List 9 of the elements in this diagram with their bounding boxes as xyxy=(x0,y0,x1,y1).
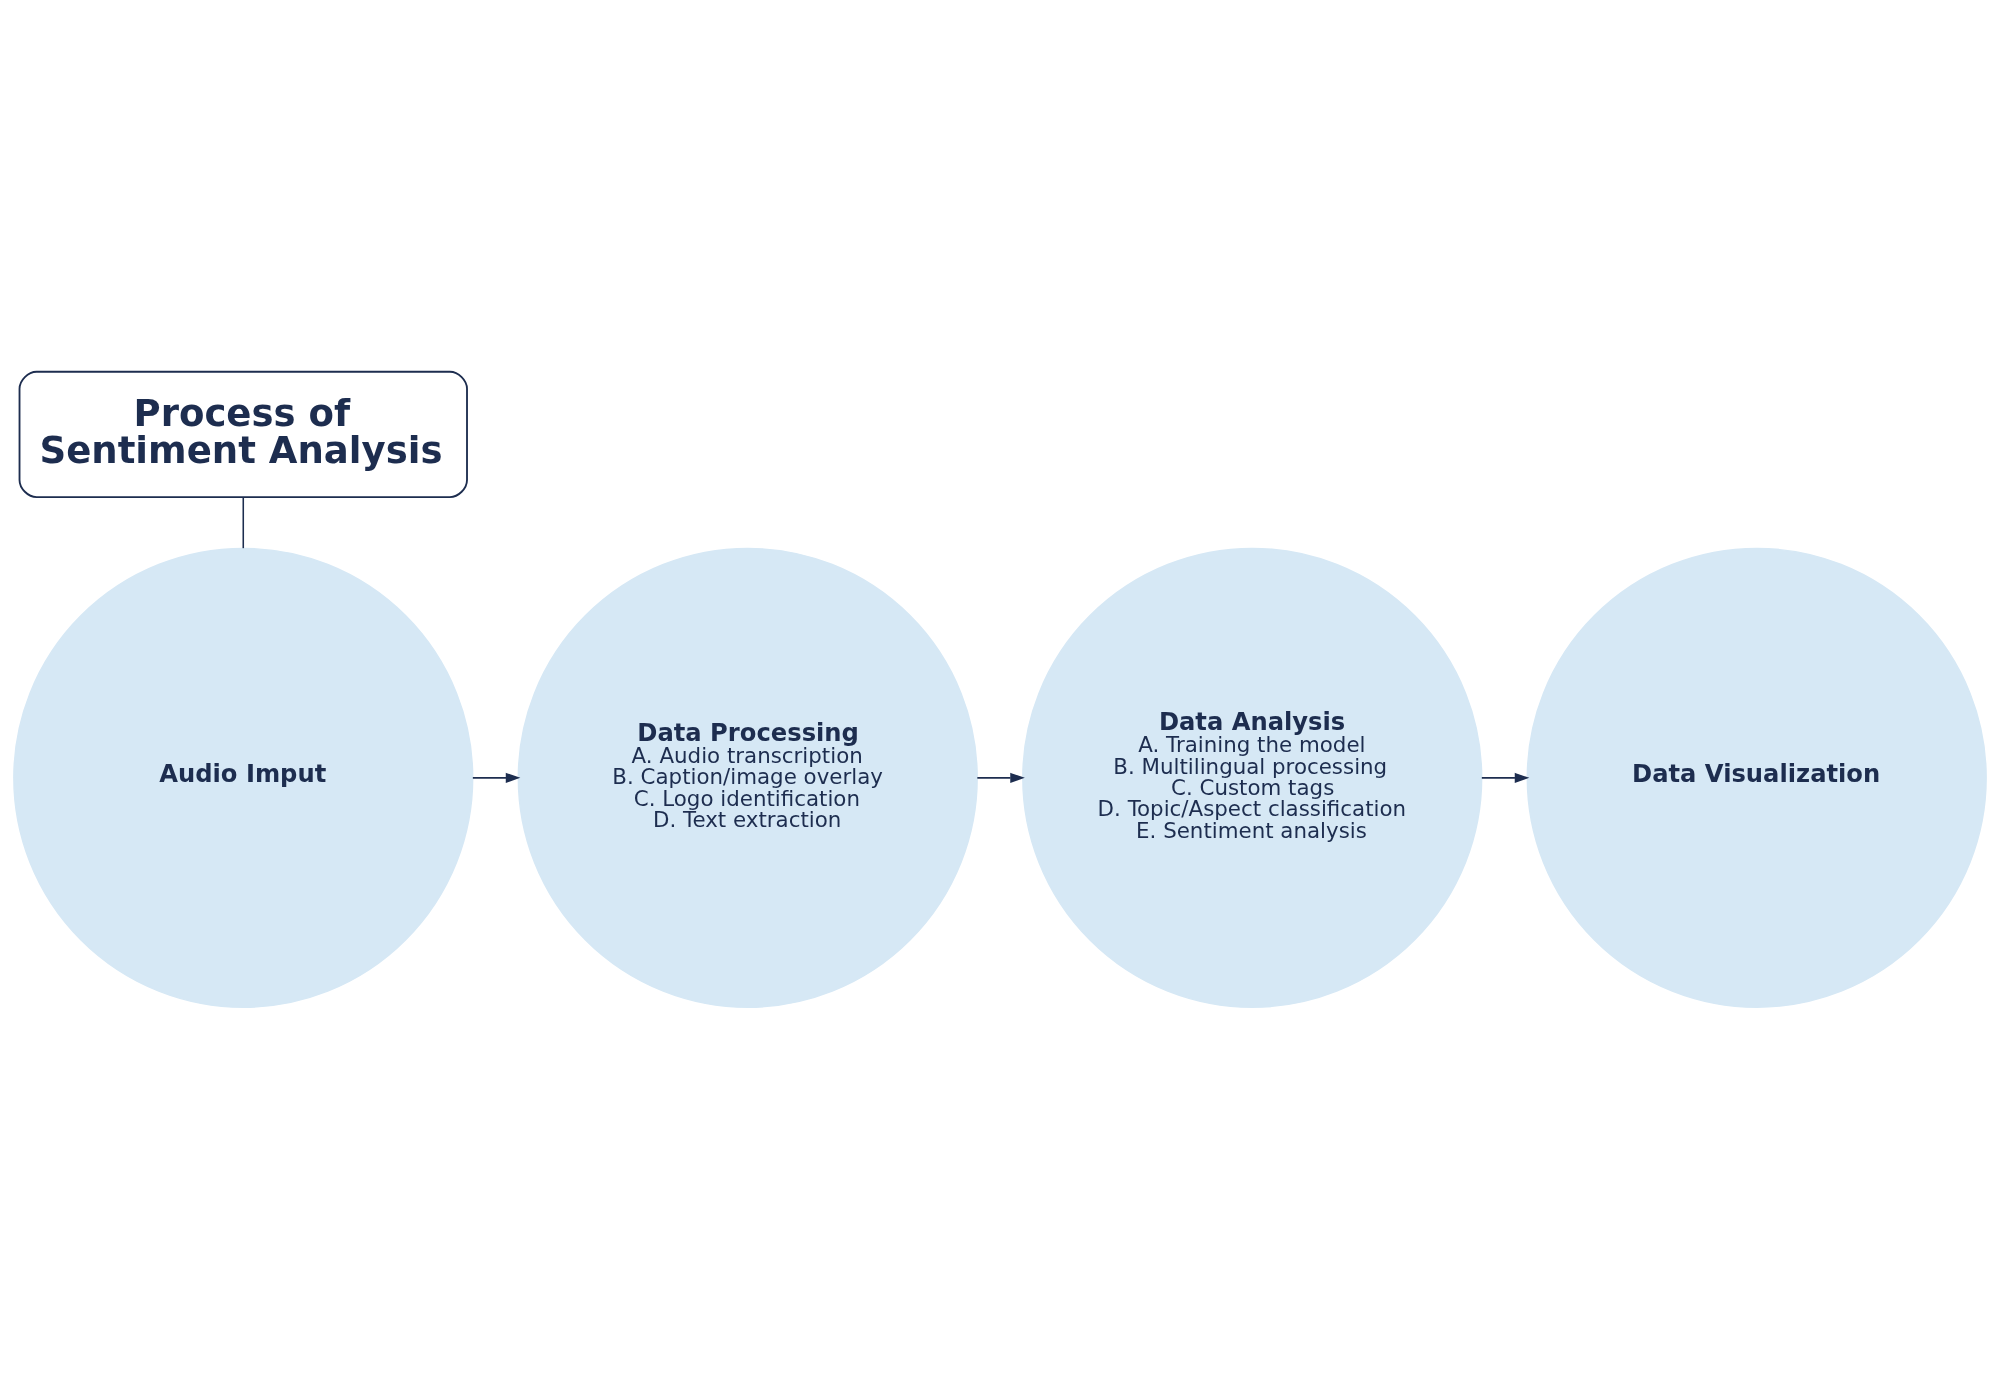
node-circle: Data Analysis A. Training the model B. Multilingual processing C. Custom tags D. Topic/Aspect classification E. Sentiment analysis xyxy=(1022,547,1483,1008)
connector xyxy=(242,495,245,549)
arrow xyxy=(976,772,1025,783)
arrow xyxy=(1481,772,1530,783)
node-circle: Audio Imput xyxy=(13,547,474,1008)
arrow xyxy=(472,772,521,783)
node-box: Process of Sentiment Analysis xyxy=(18,370,468,498)
node-circle: Data Visualization xyxy=(1526,547,1987,1008)
node-circle: Data Processing A. Audio transcription B. Caption/image overlay C. Logo identification D. Text extraction xyxy=(517,547,978,1008)
